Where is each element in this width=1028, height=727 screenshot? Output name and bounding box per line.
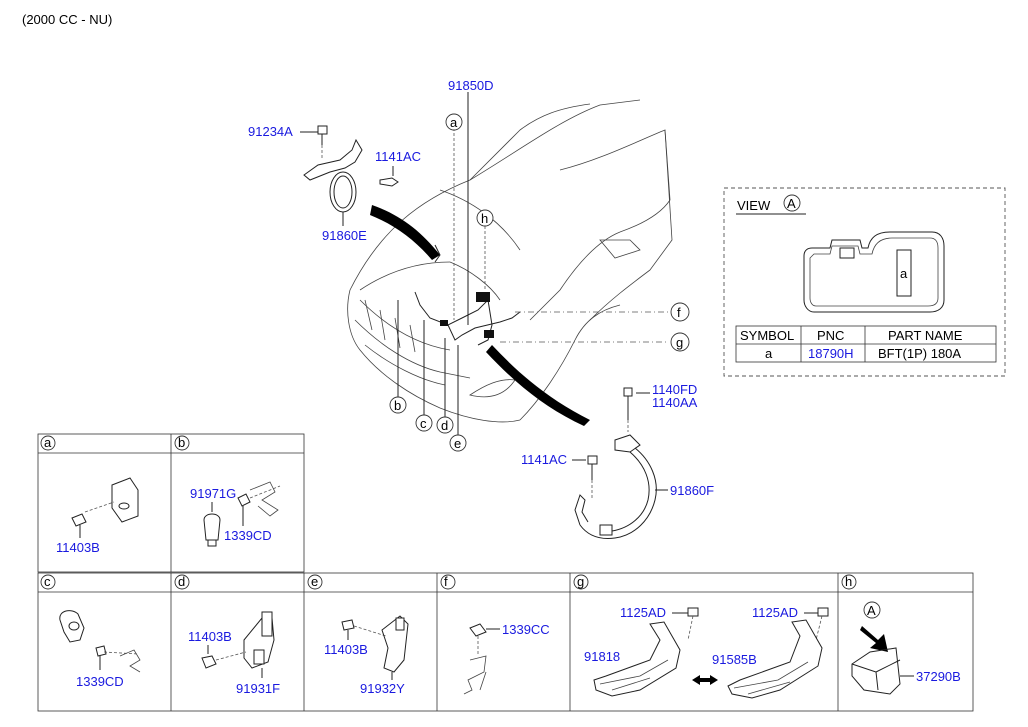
marker-g: g <box>670 332 690 352</box>
table-cell-symbol: a <box>765 346 773 361</box>
svg-text:e: e <box>454 436 461 451</box>
svg-text:1141AC: 1141AC <box>521 452 567 467</box>
label-91850D: 91850D <box>448 78 494 93</box>
svg-text:91971G: 91971G <box>190 486 236 501</box>
table-header-part-name: PART NAME <box>888 328 963 343</box>
panel-d: d 11403B 91931F <box>174 574 280 696</box>
svg-text:1339CC: 1339CC <box>502 622 550 637</box>
svg-text:91860F: 91860F <box>670 483 714 498</box>
marker-h: h <box>476 209 494 227</box>
engine-spec-header: (2000 CC - NU) <box>22 12 113 27</box>
svg-text:a: a <box>44 435 52 450</box>
panel-e: e 11403B 91932Y <box>307 574 409 696</box>
svg-text:c: c <box>44 574 51 589</box>
detail-grid-top <box>37 433 305 573</box>
panel-a: a 11403B <box>40 435 139 555</box>
car-outline <box>347 99 673 423</box>
fuse-label: a <box>900 266 908 281</box>
panel-f: f 1339CC <box>440 574 550 695</box>
harness-lead-top <box>370 205 440 260</box>
svg-text:1339CD: 1339CD <box>224 528 272 543</box>
panel-b: b 91971G 1339CD <box>174 435 281 547</box>
svg-text:b: b <box>178 435 185 450</box>
svg-text:h: h <box>845 574 852 589</box>
main-harness <box>414 244 521 346</box>
svg-text:g: g <box>676 335 683 350</box>
table-cell-part-name: BFT(1P) 180A <box>878 346 961 361</box>
svg-text:91818: 91818 <box>584 649 620 664</box>
harness-lead-bottom <box>486 345 590 426</box>
svg-text:a: a <box>450 115 458 130</box>
marker-b: b <box>389 396 407 414</box>
svg-text:d: d <box>178 574 185 589</box>
view-symbol: A <box>787 196 796 211</box>
svg-text:11403B: 11403B <box>56 540 100 555</box>
svg-text:1140FD: 1140FD <box>652 382 697 397</box>
view-title: VIEW <box>737 198 771 213</box>
svg-text:11403B: 11403B <box>188 629 232 644</box>
svg-text:11403B: 11403B <box>324 642 368 657</box>
panel-h: h A 37290B <box>841 574 961 695</box>
table-cell-pnc: 18790H <box>808 346 854 361</box>
svg-text:1339CD: 1339CD <box>76 674 124 689</box>
ground-cable-f: 1140FD 1140AA 91860F 1141AC <box>521 382 714 539</box>
svg-text:A: A <box>867 603 876 618</box>
detail-grid-bottom <box>37 572 974 712</box>
svg-text:1125AD: 1125AD <box>620 605 666 620</box>
svg-text:d: d <box>441 418 448 433</box>
ground-cable-e: 91234A 91860E 1141AC <box>248 124 421 243</box>
marker-c: c <box>415 414 433 432</box>
panel-g: g 1125AD 91818 1125AD 91585B <box>573 574 829 699</box>
svg-text:91585B: 91585B <box>712 652 757 667</box>
svg-text:f: f <box>677 305 681 320</box>
svg-text:g: g <box>577 574 584 589</box>
svg-text:1125AD: 1125AD <box>752 605 798 620</box>
svg-text:1141AC: 1141AC <box>375 149 421 164</box>
table-header-pnc: PNC <box>817 328 844 343</box>
view-a-box: VIEW A a SYMBOL PNC PART NAME a 18790H B… <box>723 187 1006 377</box>
svg-text:e: e <box>311 574 318 589</box>
swap-arrow-icon <box>692 675 718 685</box>
svg-text:f: f <box>444 574 448 589</box>
svg-text:c: c <box>420 416 427 431</box>
marker-e: e <box>449 434 467 452</box>
marker-a: a <box>445 113 463 131</box>
marker-d: d <box>436 416 454 434</box>
marker-f: f <box>670 302 690 322</box>
svg-text:37290B: 37290B <box>916 669 961 684</box>
svg-text:91932Y: 91932Y <box>360 681 405 696</box>
svg-text:1140AA: 1140AA <box>652 395 698 410</box>
svg-text:91860E: 91860E <box>322 228 367 243</box>
table-header-symbol: SYMBOL <box>740 328 794 343</box>
svg-text:91234A: 91234A <box>248 124 293 139</box>
svg-text:h: h <box>481 211 488 226</box>
panel-c: c 1339CD <box>40 574 141 689</box>
svg-text:b: b <box>394 398 401 413</box>
svg-text:91931F: 91931F <box>236 681 280 696</box>
